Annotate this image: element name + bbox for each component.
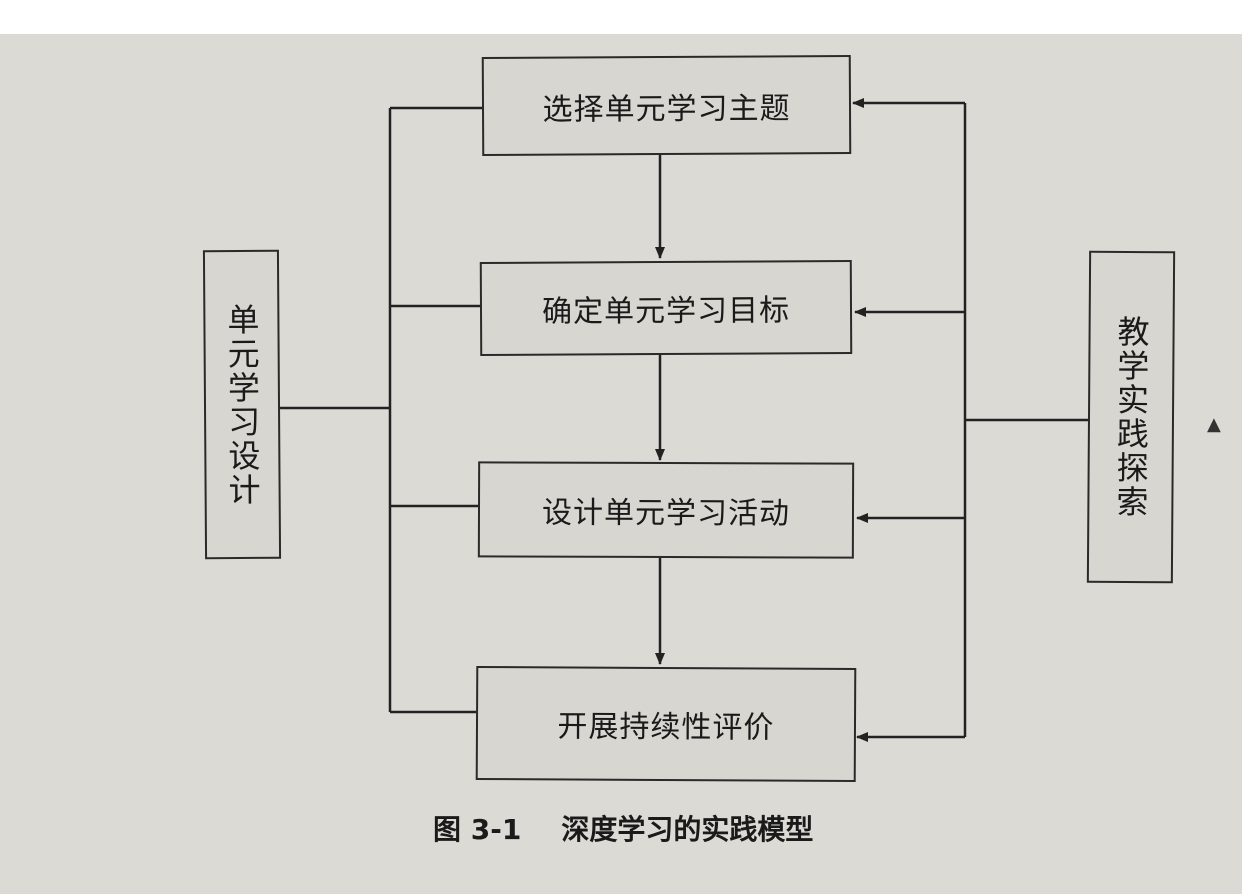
right-label-text: 教学实践探索 xyxy=(1111,314,1151,520)
page-mark-icon: ▲ xyxy=(1207,414,1221,435)
step-box-set-goals: 确定单元学习目标 xyxy=(479,260,853,356)
figure-title: 深度学习的实践模型 xyxy=(561,813,814,846)
left-label-box: 单元学习设计 xyxy=(202,249,282,560)
step-box-continuous-evaluation: 开展持续性评价 xyxy=(475,666,857,782)
step-label: 开展持续性评价 xyxy=(557,709,775,746)
step-box-select-theme: 选择单元学习主题 xyxy=(481,55,852,156)
step-box-design-activities: 设计单元学习活动 xyxy=(477,461,855,559)
right-label-box: 教学实践探索 xyxy=(1086,250,1176,584)
step-label: 设计单元学习活动 xyxy=(541,495,791,532)
step-label: 选择单元学习主题 xyxy=(542,90,791,128)
figure-number: 图 3-1 xyxy=(433,813,522,846)
step-label: 确定单元学习目标 xyxy=(541,293,791,330)
figure-caption: 图 3-1 深度学习的实践模型 xyxy=(433,808,813,848)
left-label-text: 单元学习设计 xyxy=(222,302,262,507)
